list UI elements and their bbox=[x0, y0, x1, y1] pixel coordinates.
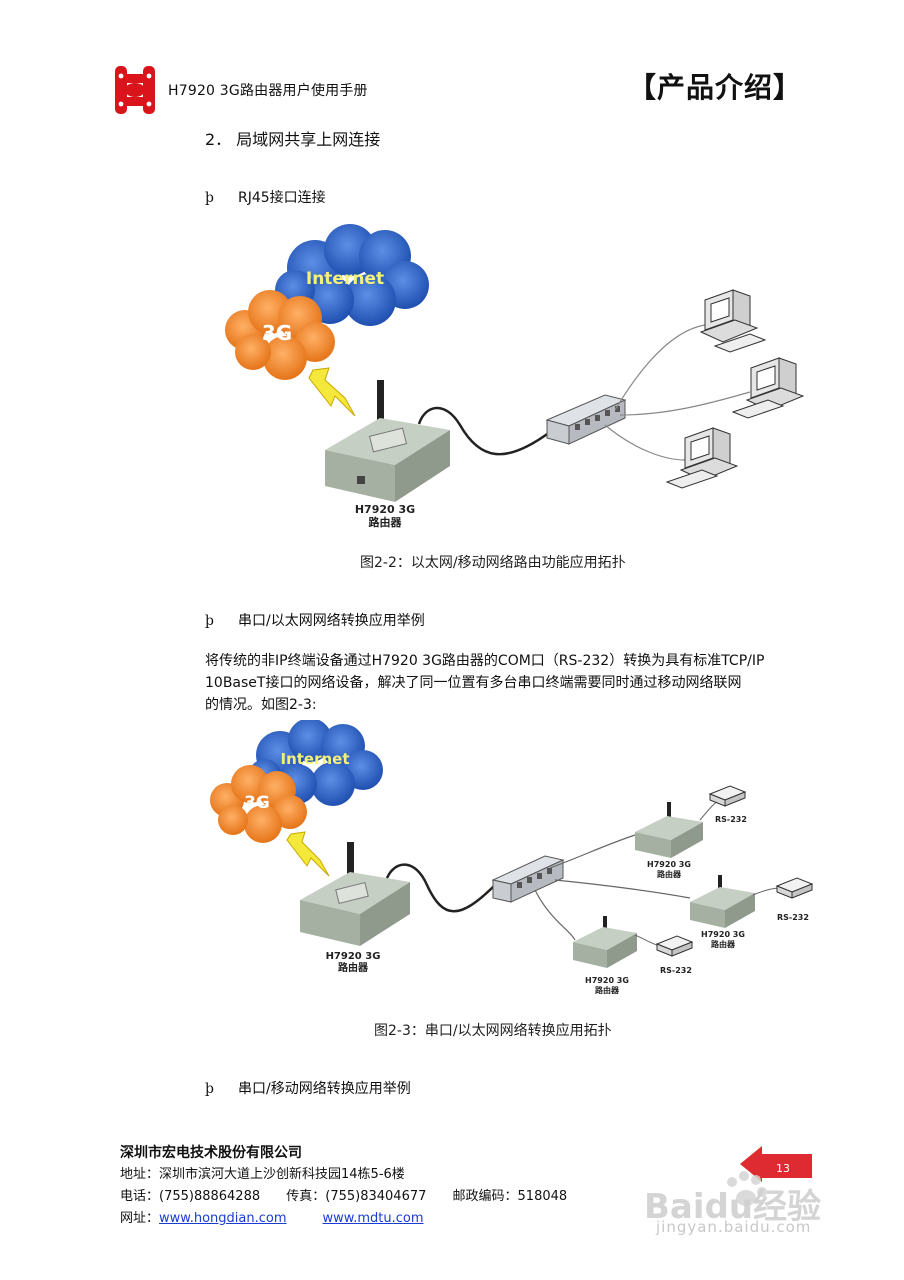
lightning-icon bbox=[286, 831, 330, 877]
ethernet-cable bbox=[385, 863, 496, 913]
router-device: H7920 3G 路由器 bbox=[300, 842, 410, 974]
3g-label: 3G bbox=[244, 793, 270, 813]
ethernet-cable bbox=[417, 406, 551, 456]
paragraph-line: 将传统的非IP终端设备通过H7920 3G路由器的COM口（RS-232）转换为… bbox=[205, 653, 765, 669]
pc-cables bbox=[604, 324, 751, 461]
switch-device bbox=[545, 394, 627, 445]
router-model-label: H7920 3G bbox=[355, 503, 415, 516]
router-device: H7920 3G 路由器 bbox=[573, 916, 637, 995]
figure-caption-1: 图2-2：以太网/移动网络路由功能应用拓扑 bbox=[360, 555, 626, 571]
router-name-label: 路由器 bbox=[595, 985, 620, 995]
bullet-item: þ RJ45接口连接 bbox=[205, 187, 326, 207]
website-label: 网址： bbox=[120, 1211, 160, 1226]
switch-device bbox=[491, 855, 565, 903]
internet-label: Internet bbox=[306, 269, 384, 289]
paragraph-line: 的情况。如图2-3: bbox=[205, 697, 317, 713]
website-link-hongdian[interactable]: www.hongdian.com bbox=[159, 1211, 287, 1226]
router-name-label: 路由器 bbox=[369, 515, 403, 529]
website-link-mdtu[interactable]: www.mdtu.com bbox=[322, 1211, 424, 1226]
paragraph-line: 10BaseT接口的网络设备，解决了同一位置有多台串口终端需要同时通过移动网络联… bbox=[205, 675, 742, 691]
bullet-item: þ 串口/以太网网络转换应用举例 bbox=[205, 610, 425, 630]
router-model-label: H7920 3G bbox=[585, 976, 629, 985]
postcode: 邮政编码：518048 bbox=[452, 1189, 568, 1204]
router-device: H7920 3G 路由器 bbox=[325, 380, 450, 529]
lightning-icon bbox=[308, 367, 356, 417]
figure-caption-2: 图2-3：串口/以太网网络转换应用拓扑 bbox=[374, 1023, 612, 1039]
rs232-label: RS-232 bbox=[715, 815, 747, 824]
router-device: H7920 3G 路由器 bbox=[635, 802, 703, 879]
section-tag: 【产品介绍】 bbox=[628, 71, 803, 104]
section-heading: 2． 局域网共享上网连接 bbox=[205, 130, 381, 149]
internet-label: Internet bbox=[280, 750, 349, 768]
description-paragraph: 将传统的非IP终端设备通过H7920 3G路由器的COM口（RS-232）转换为… bbox=[205, 650, 825, 716]
bullet-mark: þ bbox=[205, 1081, 214, 1097]
router-model-label: H7920 3G bbox=[326, 951, 381, 962]
bullet-text: 串口/以太网网络转换应用举例 bbox=[238, 613, 425, 629]
contact-line: 电话：(755)88864288 传真：(755)83404677 邮政编码：5… bbox=[120, 1186, 567, 1208]
bullet-item: þ 串口/移动网络转换应用举例 bbox=[205, 1078, 411, 1098]
serial-terminal-2: RS-232 bbox=[775, 877, 814, 922]
pc-computer-1 bbox=[699, 289, 767, 353]
website-line: 网址：www.hongdian.com www.mdtu.com bbox=[120, 1208, 567, 1230]
router-name-label: 路由器 bbox=[657, 869, 682, 879]
internet-cloud: Internet bbox=[249, 720, 383, 806]
page-footer: 深圳市宏电技术股份有限公司 地址：深圳市滨河大道上沙创新科技园14栋5-6楼 电… bbox=[120, 1142, 567, 1230]
serial-terminal-1: RS-232 bbox=[708, 785, 747, 824]
router-name-label: 路由器 bbox=[711, 939, 736, 949]
3g-label: 3G bbox=[262, 321, 292, 345]
figure-serial-topology: Internet 3G H7920 3G 路由器 H7920 3G bbox=[210, 720, 814, 995]
page-number: 13 bbox=[776, 1162, 790, 1175]
company-address: 地址：深圳市滨河大道上沙创新科技园14栋5-6楼 bbox=[120, 1167, 405, 1182]
router-model-label: H7920 3G bbox=[647, 860, 691, 869]
baidu-watermark-logo: Baidu经验 bbox=[644, 1171, 821, 1227]
document-title: H7920 3G路由器用户使用手册 bbox=[168, 83, 368, 99]
router-model-label: H7920 3G bbox=[701, 930, 745, 939]
bullet-text: RJ45接口连接 bbox=[238, 190, 326, 206]
page-number-flag bbox=[740, 1146, 812, 1182]
router-cables bbox=[534, 834, 691, 941]
company-name: 深圳市宏电技术股份有限公司 bbox=[120, 1145, 302, 1161]
company-logo bbox=[115, 66, 155, 114]
serial-terminal-3: RS-232 bbox=[655, 935, 694, 975]
fax-number: 传真：(755)83404677 bbox=[286, 1189, 427, 1204]
watermark-logo-text: Baidu经验 bbox=[644, 1187, 821, 1227]
pc-computer-3 bbox=[665, 427, 739, 489]
bullet-mark: þ bbox=[205, 613, 214, 629]
figure-ethernet-topology: Internet 3G H7920 3G 路由器 bbox=[225, 224, 805, 529]
watermark-url: jingyan.baidu.com bbox=[656, 1218, 812, 1236]
router-name-label: 路由器 bbox=[338, 961, 369, 974]
router-device: H7920 3G 路由器 bbox=[690, 875, 755, 949]
cloud-3g: 3G bbox=[225, 290, 335, 380]
rs232-label: RS-232 bbox=[777, 913, 809, 922]
rs232-label: RS-232 bbox=[660, 966, 692, 975]
phone-number: 电话：(755)88864288 bbox=[120, 1189, 261, 1204]
cloud-3g: 3G bbox=[210, 765, 307, 843]
pc-computer-2 bbox=[731, 357, 805, 419]
bullet-mark: þ bbox=[205, 190, 214, 206]
bullet-text: 串口/移动网络转换应用举例 bbox=[238, 1081, 411, 1097]
